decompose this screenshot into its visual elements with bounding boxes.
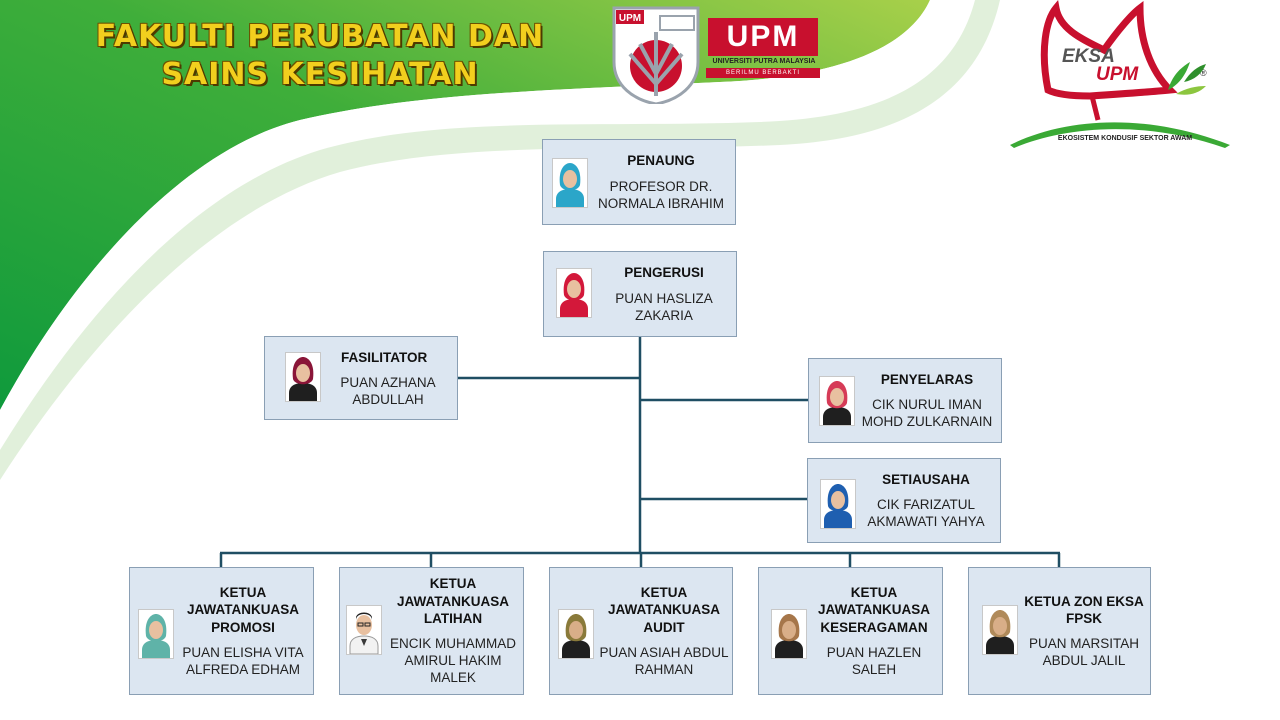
role-label: SETIAUSAHA <box>882 472 970 487</box>
name-line: PUAN HASLIZA <box>615 291 713 306</box>
role-label: JAWATANKUASA <box>186 602 299 617</box>
name-line: ABDULLAH <box>352 392 424 407</box>
name-line: PUAN ELISHA VITA <box>182 645 304 660</box>
role-label: PENAUNG <box>627 153 695 168</box>
leaf-icon <box>1168 62 1190 90</box>
avatar <box>982 605 1018 655</box>
name-line: CIK NURUL IMAN <box>872 397 982 412</box>
eksa-green-arc <box>1010 122 1230 148</box>
name-line: MALEK <box>430 670 476 685</box>
leaf-icon-2 <box>1176 86 1206 95</box>
role-label: LATIHAN <box>423 611 483 626</box>
person-icon <box>562 614 590 658</box>
name-line: RAHMAN <box>634 662 694 677</box>
person-icon <box>556 163 584 207</box>
org-box-audit: KETUA JAWATANKUASA AUDIT PUAN ASIAH ABDU… <box>549 567 733 695</box>
role-label: PENYELARAS <box>880 372 974 387</box>
name-line: NORMALA IBRAHIM <box>597 196 725 211</box>
light-swoosh-band <box>0 0 1000 480</box>
white-swoosh-band <box>0 0 975 450</box>
avatar <box>820 479 856 529</box>
eksa-tagline: EKOSISTEM KONDUSIF SEKTOR AWAM <box>1057 135 1193 142</box>
org-box-penaung: PENAUNG PROFESOR DR. NORMALA IBRAHIM <box>542 139 736 225</box>
avatar <box>556 268 592 318</box>
name-line: ALFREDA EDHAM <box>185 662 301 677</box>
eksa-text: EKSA <box>1062 46 1115 67</box>
role-label: JAWATANKUASA <box>607 602 720 617</box>
role-label: AUDIT <box>643 620 685 635</box>
org-box-keseragaman: KETUA JAWATANKUASA KESERAGAMAN PUAN HAZL… <box>758 567 943 695</box>
role-label: KETUA <box>219 585 267 600</box>
role-label: JAWATANKUASA <box>396 594 509 609</box>
name-line: PUAN MARSITAH <box>1028 636 1139 651</box>
org-box-fasilitator: FASILITATOR PUAN AZHANA ABDULLAH <box>264 336 458 420</box>
name-line: PROFESOR DR. <box>609 179 713 194</box>
org-box-zon-eksa: KETUA ZON EKSA FPSK PUAN MARSITAH ABDUL … <box>968 567 1151 695</box>
upm-shield-label: UPM <box>619 13 641 24</box>
avatar <box>819 376 855 426</box>
avatar <box>771 609 807 659</box>
org-box-pengerusi: PENGERUSI PUAN HASLIZA ZAKARIA <box>543 251 737 337</box>
name-line: SALEH <box>851 662 897 677</box>
title-line-1: FAKULTI PERUBATAN DAN <box>95 19 545 54</box>
org-box-promosi: KETUA JAWATANKUASA PROMOSI PUAN ELISHA V… <box>129 567 314 695</box>
avatar <box>285 352 321 402</box>
role-label: FASILITATOR <box>341 350 428 365</box>
name-line: PUAN HAZLEN <box>826 645 922 660</box>
person-icon <box>823 381 851 425</box>
person-icon <box>349 612 379 654</box>
role-label: PENGERUSI <box>624 265 704 280</box>
eksa-red-ribbon <box>1040 0 1178 100</box>
leaf-icon-3 <box>1184 64 1206 82</box>
name-line: CIK FARIZATUL <box>876 497 975 512</box>
org-box-setiausaha: SETIAUSAHA CIK FARIZATUL AKMAWATI YAHYA <box>807 458 1001 543</box>
avatar <box>138 609 174 659</box>
eksa-red-stem <box>1089 95 1101 121</box>
eksa-logo: EKSA UPM ® <box>1010 0 1230 148</box>
upm-shield-emblem <box>628 32 684 96</box>
name-line: AMIRUL HAKIM <box>404 653 502 668</box>
name-line: ABDUL JALIL <box>1042 653 1126 668</box>
upm-motto: BERILMU BERBAKTI <box>706 68 820 78</box>
role-label: KETUA <box>640 585 688 600</box>
upm-university-name: UNIVERSITI PUTRA MALAYSIA <box>712 58 816 65</box>
upm-wordmark: UPM <box>708 18 818 56</box>
book-icon <box>659 15 695 31</box>
avatar <box>346 605 382 655</box>
name-line: ZAKARIA <box>635 308 693 323</box>
name-line: PUAN AZHANA <box>340 375 436 390</box>
role-label: KETUA ZON EKSA <box>1024 594 1144 609</box>
avatar <box>558 609 594 659</box>
person-icon <box>560 273 588 317</box>
org-box-penyelaras: PENYELARAS CIK NURUL IMAN MOHD ZULKARNAI… <box>808 358 1002 443</box>
name-line: PUAN ASIAH ABDUL <box>599 645 729 660</box>
page-title: FAKULTI PERUBATAN DAN SAINS KESIHATAN <box>50 18 590 94</box>
person-icon <box>775 614 803 658</box>
registered-mark: ® <box>1200 68 1207 78</box>
avatar <box>552 158 588 208</box>
role-label: KETUA <box>850 585 898 600</box>
person-icon <box>142 614 170 658</box>
name-line: ENCIK MUHAMMAD <box>389 636 516 651</box>
name-line: AKMAWATI YAHYA <box>867 514 985 529</box>
role-label: KETUA <box>429 576 477 591</box>
person-icon <box>289 357 317 401</box>
role-label: JAWATANKUASA <box>817 602 930 617</box>
title-line-2: SAINS KESIHATAN <box>161 57 479 92</box>
role-label: KESERAGAMAN <box>820 620 928 635</box>
role-label: PROMOSI <box>211 620 275 635</box>
org-box-latihan: KETUA JAWATANKUASA LATIHAN ENCIK MUHAMMA… <box>339 567 524 695</box>
green-swoosh <box>0 0 930 410</box>
upm-shield-label-bg <box>616 10 644 24</box>
upm-logo: UPM <box>612 6 700 104</box>
person-icon <box>824 484 852 528</box>
role-label: FPSK <box>1065 611 1102 626</box>
eksa-upm-text: UPM <box>1096 64 1139 85</box>
name-line: MOHD ZULKARNAIN <box>861 414 993 429</box>
person-icon <box>986 610 1014 654</box>
